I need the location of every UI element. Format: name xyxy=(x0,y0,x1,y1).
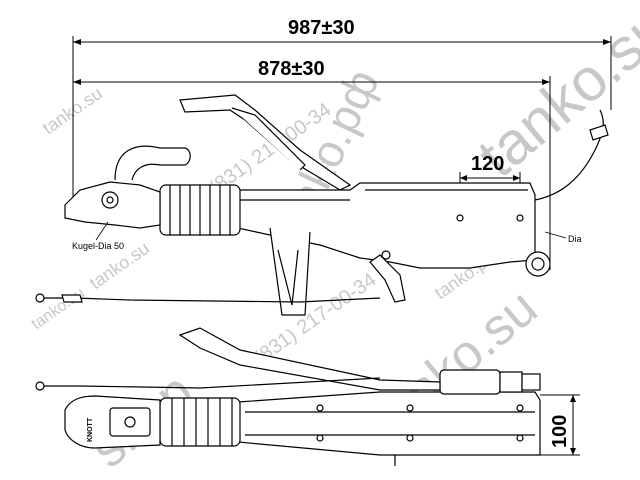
dimension-coupling-length: 878±30 xyxy=(258,58,325,80)
watermark-url: tanko.su xyxy=(29,285,88,334)
coupling-handle xyxy=(114,145,191,181)
coupling-top-view xyxy=(35,327,541,466)
bellows-plan xyxy=(159,397,241,447)
watermark-url: tanko.su xyxy=(39,83,106,138)
support-strut xyxy=(269,227,311,316)
coupling-side-view xyxy=(35,94,609,316)
handbrake-lever xyxy=(179,94,352,191)
dimension-overall-length: 987±30 xyxy=(288,17,355,39)
watermark-phone: (831) 217-00-34 xyxy=(250,269,380,369)
label-ball-diameter: Kugel-Dia 50 xyxy=(72,241,124,251)
brand-label: KNOTT xyxy=(87,417,94,442)
bellows xyxy=(159,184,241,236)
drawbar-plan xyxy=(237,391,541,456)
mounting-hole xyxy=(516,214,524,222)
handbrake-lever-plan xyxy=(178,327,441,391)
dimension-hole-spacing: 120 xyxy=(471,153,504,175)
dimension-arrows xyxy=(73,39,611,455)
dimension-height: 100 xyxy=(549,415,571,448)
label-dia: Dia xyxy=(568,234,582,244)
mounting-hole xyxy=(456,214,464,222)
damper-unit xyxy=(439,369,501,395)
